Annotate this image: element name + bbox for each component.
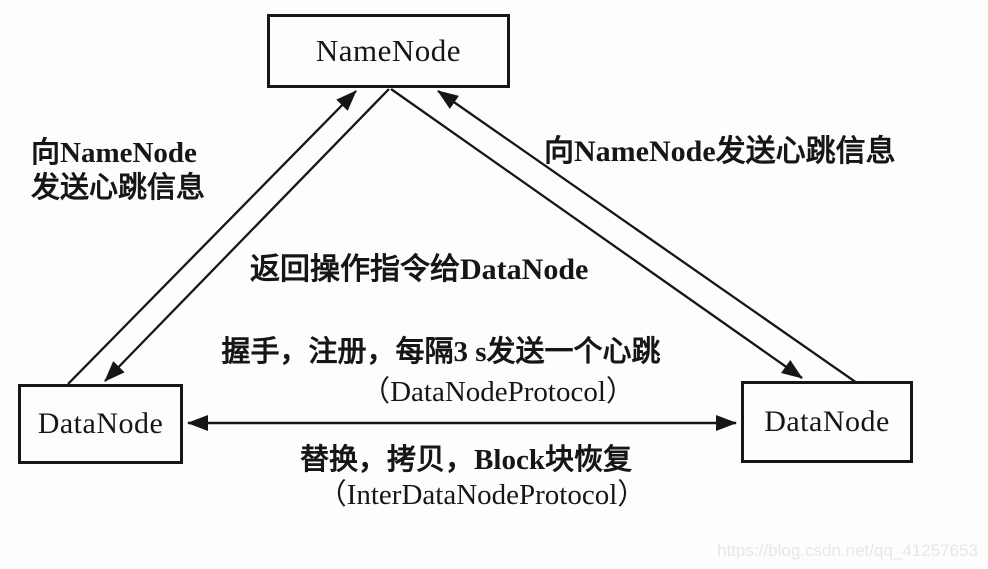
datanode-left-label: DataNode	[37, 407, 164, 440]
replace-copy-block-label: 替换，拷贝，Block块恢复	[300, 444, 632, 476]
handshake-register-label: 握手，注册，每隔3 s发送一个心跳	[221, 336, 661, 368]
datanode-left-box: DataNode	[18, 384, 183, 464]
right-heartbeat-label: 向NameNode发送心跳信息	[544, 135, 896, 168]
csdn-watermark: https://blog.csdn.net/qq_41257653	[717, 541, 978, 560]
datanode-protocol-label: （DataNodeProtocol）	[361, 376, 635, 408]
arrow-namenode-command-to-right-datanode	[390, 88, 803, 379]
left-heartbeat-label-line1: 向NameNode	[31, 137, 197, 169]
datanode-right-label: DataNode	[764, 405, 890, 438]
arrow-namenode-command-to-left-datanode	[104, 88, 390, 382]
arrow-left-heartbeat-to-namenode	[67, 90, 357, 385]
namenode-box: NameNode	[267, 14, 510, 88]
left-heartbeat-label: 向NameNode 发送心跳信息	[31, 136, 205, 206]
return-command-label: 返回操作指令给DataNode	[250, 253, 589, 286]
left-heartbeat-label-line2: 发送心跳信息	[31, 172, 206, 204]
namenode-label: NameNode	[315, 33, 462, 68]
arrow-right-heartbeat-to-namenode	[437, 90, 858, 384]
interdatanode-protocol-label: （InterDataNodeProtocol）	[317, 479, 647, 511]
datanode-right-box: DataNode	[741, 381, 913, 463]
